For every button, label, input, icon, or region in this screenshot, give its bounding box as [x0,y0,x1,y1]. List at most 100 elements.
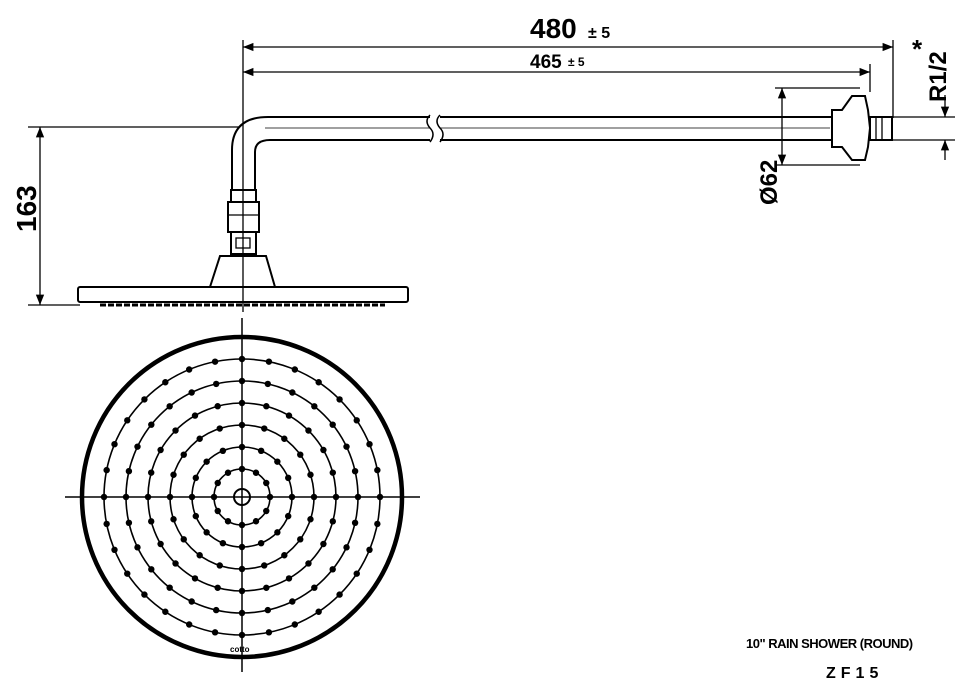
nozzle-dot [351,467,359,475]
nozzle-dot [336,396,343,403]
nozzle-dot [297,536,304,543]
nozzle-dot [124,570,131,577]
nozzle-dot [157,540,164,548]
nozzle-dot [336,591,343,598]
nozzle-dot [238,543,246,551]
nozzle-dot [329,518,336,525]
nozzle-dot [224,469,232,476]
nozzle-dot [289,598,296,605]
nozzle-dot [291,621,299,628]
brand-logo: cotto [230,645,250,654]
nozzle-dot [263,584,270,591]
nozzle-dot [134,544,141,551]
nozzle-dot [211,629,219,636]
nozzle-dot [297,451,304,458]
nozzle-dot [111,440,118,448]
nozzle-dot [366,440,373,448]
nozzle-dot [374,520,381,528]
nozzle-dot [311,584,318,591]
nozzle-dot [219,539,227,547]
nozzle-dot [211,358,219,365]
nozzle-dot [188,389,195,396]
nozzle-dot [203,529,210,536]
nozzle-dot [307,516,314,523]
dim-62-label: Ø62 [756,160,783,205]
shower-arm [231,116,832,190]
nozzle-dot [214,479,221,487]
nozzle-dot [214,403,221,410]
nozzle-dot [216,562,223,569]
nozzle-dot [238,465,246,473]
nozzle-dot [144,493,152,501]
nozzle-dot [263,507,270,515]
nozzle-dot [238,355,246,363]
nozzle-dot [320,540,327,548]
nozzle-dot [191,575,199,582]
center-hub [233,488,251,506]
plan-view: cotto [65,318,420,672]
nozzle-dot [284,512,292,520]
nozzle-dot [212,380,220,388]
nozzle-dot [100,493,108,501]
nozzle-dot [238,421,246,429]
side-view [28,40,955,312]
nozzle-dot [157,446,164,454]
nozzle-dot [310,493,318,501]
nozzle-dot [261,425,268,432]
nozzle-dot [329,566,336,573]
nozzle-dot [374,466,381,474]
nozzle-dot [148,518,155,525]
nozzle-dot [305,560,312,567]
nozzle-dot [261,562,268,569]
nozzle-dot [180,451,187,458]
nozzle-dot [285,575,293,582]
nozzle-dot [185,621,193,628]
nozzle-dot [353,417,360,424]
nozzle-dot [376,493,384,501]
dim-163-label: 163 [11,185,42,232]
nozzle-dot [238,443,246,451]
nozzle-dot [216,425,223,432]
nozzle-dot [192,474,200,482]
nozzle-dot [188,598,195,605]
nozzle-dot [172,560,179,567]
nozzle-dot [238,377,246,385]
nozzle-dot [170,516,177,523]
nozzle-dot [180,536,187,543]
nozzle-dot [124,417,131,424]
nozzle-dot [288,493,296,501]
nozzle-dot [214,507,221,515]
nozzle-dot [185,366,193,373]
nozzle-dot [196,435,203,442]
product-code: ZF15 [826,665,884,682]
dim-480-tol: ± 5 [588,25,610,42]
nozzle-dot [264,380,272,388]
nozzle-dot [196,552,203,559]
wall-flange [831,95,872,161]
nozzle-dot [191,412,199,419]
nozzle-dot [351,519,359,527]
nozzle-dot [285,412,293,419]
thread-label: R1/2 [925,51,952,102]
nozzle-dot [122,493,130,501]
nozzle-dot [329,469,336,476]
nozzle-dot [366,546,373,554]
nozzle-dot [219,447,227,455]
nozzle-dot [257,447,265,455]
nozzle-dot [134,443,141,450]
nozzle-dot [111,546,118,554]
dimension-labels: 480 ± 5 465 ± 5 163 Ø62 R1/2 * [11,13,952,232]
nozzle-dot [141,396,148,403]
nozzle-dot [291,366,299,373]
nozzle-dot [343,443,350,450]
nozzle-dot [311,403,318,410]
nozzle-dot [238,565,246,573]
thread-note: * [912,34,923,64]
nozzle-dot [281,552,288,559]
nozzle-dot [274,529,281,536]
nozzle-dot [224,518,232,525]
nozzle-dot [162,379,169,386]
nozzle-dot [148,421,155,428]
nozzle-dot [264,606,272,614]
nozzle-dot [274,458,281,465]
